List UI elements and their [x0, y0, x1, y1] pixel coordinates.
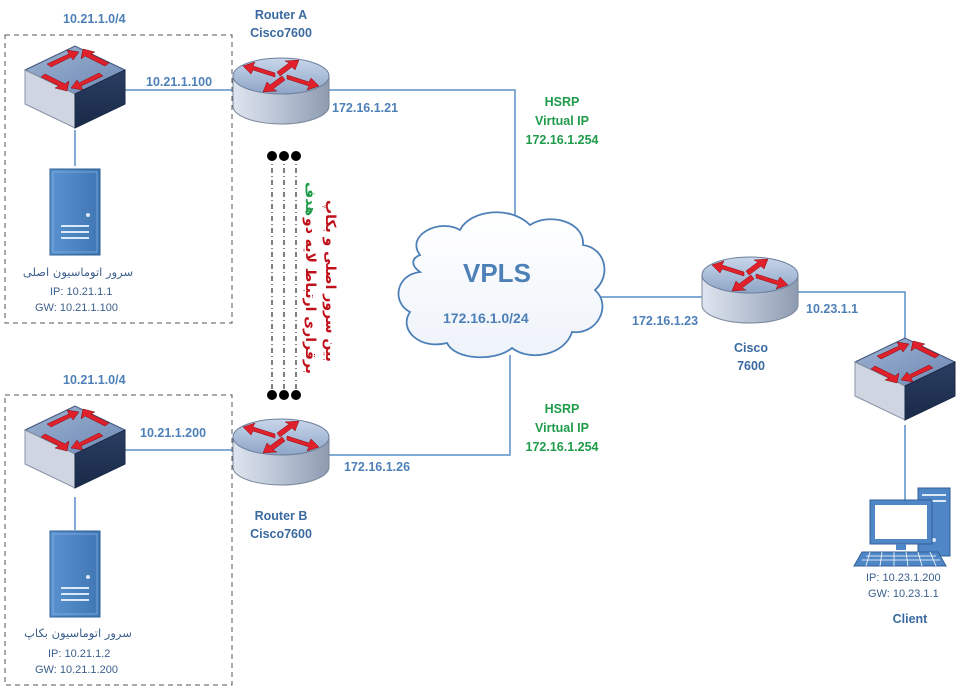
router-a-name: Router A — [254, 8, 308, 22]
switch-c-icon[interactable] — [854, 337, 956, 421]
client-name: Client — [892, 612, 928, 626]
top-site-boundary — [4, 34, 233, 324]
bottom-site-subnet: 10.21.1.0/4 — [63, 373, 126, 387]
link-router-c-switch-c — [795, 291, 906, 346]
server-main-ip: IP: 10.21.1.1 — [50, 286, 113, 298]
link-router-a-vpls — [326, 89, 516, 232]
goal-note-head: هدف — [302, 182, 318, 217]
router-a-icon[interactable] — [232, 57, 330, 125]
bottom-site-boundary — [4, 394, 233, 686]
client-computer-icon[interactable] — [853, 487, 951, 567]
router-b-icon[interactable] — [232, 418, 330, 486]
router-b-wan-ip: 172.16.1.26 — [344, 460, 411, 474]
switch-b-icon[interactable] — [24, 405, 126, 489]
router-a-model: Cisco7600 — [250, 26, 312, 40]
hsrp-bottom-virtual-ip-label: Virtual IP — [535, 421, 589, 435]
top-site-subnet: 10.21.1.0/4 — [63, 12, 126, 26]
server-main-name: سرور اتوماسیون اصلی — [22, 265, 134, 279]
server-backup-name: سرور اتوماسیون بکاپ — [24, 626, 132, 640]
hsrp-top-label: HSRP — [544, 95, 580, 109]
router-c-model: 7600 — [737, 359, 765, 373]
server-backup-gw: GW: 10.21.1.200 — [35, 664, 118, 676]
hsrp-bottom-label: HSRP — [544, 402, 580, 416]
vpls-subnet: 172.16.1.0/24 — [443, 310, 529, 326]
hsrp-top-virtual-ip: 172.16.1.254 — [525, 133, 599, 147]
router-a-wan-ip: 172.16.1.21 — [332, 101, 399, 115]
hsrp-bottom-virtual-ip: 172.16.1.254 — [525, 440, 599, 454]
server-main-icon[interactable] — [49, 168, 101, 256]
client-ip: IP: 10.23.1.200 — [866, 572, 941, 584]
router-c-name: Cisco — [733, 341, 769, 355]
hsrp-top-virtual-ip-label: Virtual IP — [535, 114, 589, 128]
router-c-icon[interactable] — [701, 256, 799, 324]
router-c-wan-ip: 172.16.1.23 — [632, 314, 699, 328]
vpls-cloud-icon — [397, 211, 606, 359]
client-gw: GW: 10.23.1.1 — [868, 588, 939, 600]
vpls-title: VPLS — [463, 258, 531, 288]
top-site-link-ip: 10.21.1.100 — [146, 75, 213, 89]
router-b-model: Cisco7600 — [250, 527, 312, 541]
layer2-pseudowire — [267, 151, 301, 400]
goal-note-line2: بین سرور اصلی و بکاپ — [322, 200, 338, 362]
server-backup-icon[interactable] — [49, 530, 101, 618]
goal-note-line1: برقراری ارتباط لایه دو — [302, 218, 318, 374]
server-backup-ip: IP: 10.21.1.2 — [48, 648, 111, 660]
switch-a-icon[interactable] — [24, 45, 126, 129]
link-router-b-vpls — [326, 355, 511, 456]
router-c-lan-ip: 10.23.1.1 — [806, 302, 859, 316]
bottom-site-link-ip: 10.21.1.200 — [140, 426, 207, 440]
server-main-gw: GW: 10.21.1.100 — [35, 302, 118, 314]
router-b-name: Router B — [254, 509, 308, 523]
